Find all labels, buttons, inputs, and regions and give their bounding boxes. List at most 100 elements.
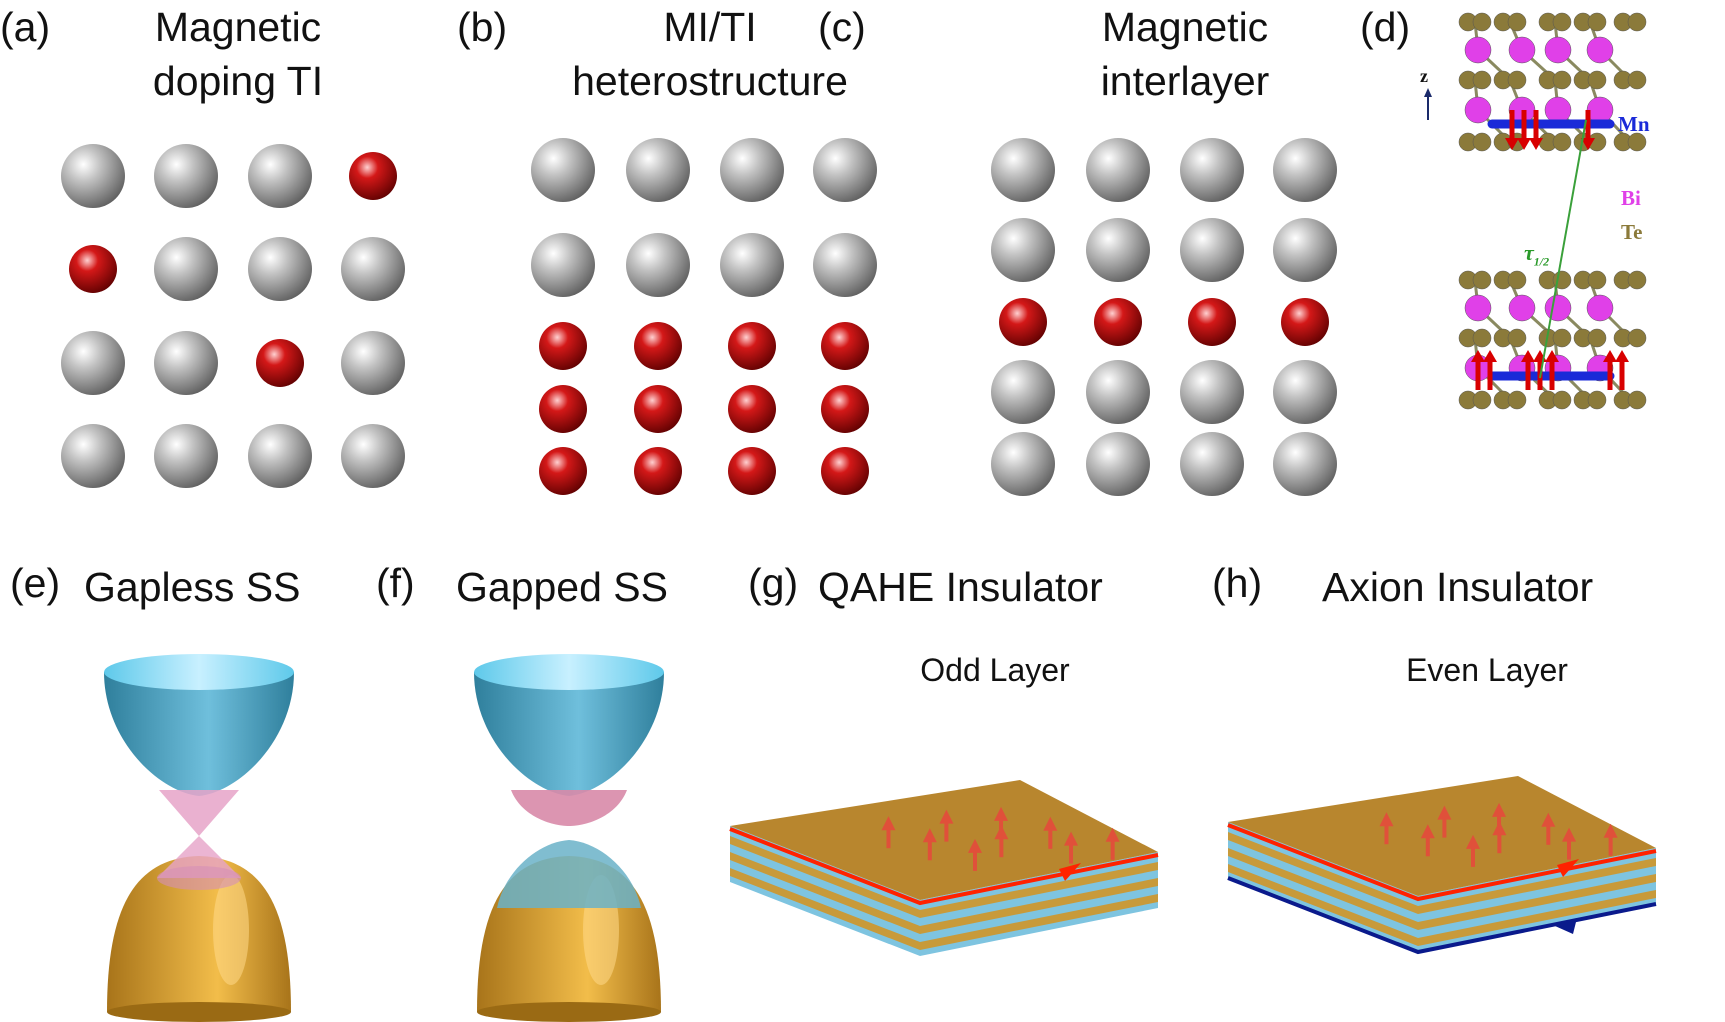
moment-arrowhead (1064, 831, 1079, 846)
te-atom (1627, 132, 1647, 152)
te-atom (1472, 328, 1492, 348)
spin-arrowhead (1545, 350, 1559, 362)
te-atom (1627, 70, 1647, 90)
spin-arrowhead (1471, 350, 1485, 362)
te-atom (1587, 12, 1607, 32)
nonmagnetic-atom (341, 331, 405, 395)
z-axis-arrowhead (1424, 88, 1432, 97)
te-atom (1472, 390, 1492, 410)
magnetic-atom (728, 385, 776, 433)
moment-arrowhead (922, 828, 937, 843)
nonmagnetic-atom (1273, 218, 1337, 282)
moment-arrowhead (939, 809, 954, 824)
bi-atom (1544, 36, 1572, 64)
valence-highlight (213, 875, 249, 985)
slab-stripe (920, 878, 1158, 934)
te-atom (1472, 70, 1492, 90)
bi-atom (1586, 96, 1614, 124)
nonmagnetic-atom (61, 144, 125, 208)
valence-band-base (107, 1002, 291, 1022)
nonmagnetic-atom (248, 144, 312, 208)
panel-label-c: (c) (818, 4, 866, 50)
magnetic-atom (821, 385, 869, 433)
slab-stripe (730, 868, 920, 950)
magnetic-atom (728, 447, 776, 495)
panel-a-title-line2: doping TI (152, 58, 324, 104)
te-atom (1552, 132, 1572, 152)
magnetic-atom (821, 447, 869, 495)
dirac-cone-base (157, 866, 241, 890)
panel-c-title-line1: Magnetic (1101, 4, 1269, 50)
te-atom (1472, 132, 1492, 152)
conduction-band-top (474, 654, 664, 690)
te-atom (1627, 12, 1647, 32)
te-atom (1587, 70, 1607, 90)
tau-label: τ1/2 (1524, 240, 1550, 269)
bi-atom (1508, 36, 1536, 64)
panel-label-a: (a) (0, 4, 51, 50)
te-atom (1587, 328, 1607, 348)
te-atom (1507, 70, 1527, 90)
panel-label-h: (h) (1212, 560, 1263, 606)
magnetic-atom (256, 339, 304, 387)
legend-te: Te (1621, 220, 1643, 244)
panel-label-b: (b) (457, 4, 508, 50)
slab-stripe (1418, 874, 1656, 930)
nonmagnetic-atom (1086, 218, 1150, 282)
spin-arrowhead (1581, 138, 1595, 150)
nonmagnetic-atom (626, 233, 690, 297)
moment-arrowhead (1379, 812, 1394, 827)
panel-label-f: (f) (376, 560, 415, 606)
magnetic-atom (539, 322, 587, 370)
spin-arrowhead (1517, 138, 1531, 150)
bi-atom (1464, 96, 1492, 124)
magnetic-atom (539, 447, 587, 495)
nonmagnetic-atom (61, 331, 125, 395)
nonmagnetic-atom (1086, 432, 1150, 496)
panel-h-subtitle: Even Layer (1406, 652, 1568, 688)
axis-z-label: z (1420, 66, 1428, 86)
moment-arrowhead (1492, 802, 1507, 817)
bi-atom (1544, 96, 1572, 124)
te-atom (1507, 270, 1527, 290)
nonmagnetic-atom (1086, 138, 1150, 202)
nonmagnetic-atom (154, 144, 218, 208)
nonmagnetic-atom (248, 237, 312, 301)
te-atom (1627, 270, 1647, 290)
slab-top (730, 780, 1158, 900)
panel-h-title: Axion Insulator (1322, 564, 1594, 610)
legend-mn: Mn (1618, 112, 1650, 136)
spin-arrowhead (1521, 350, 1535, 362)
panel-a-title-line1: Magnetic (154, 4, 322, 50)
nonmagnetic-atom (720, 233, 784, 297)
top-edge-state (1227, 823, 1657, 902)
te-atom (1627, 328, 1647, 348)
top-edge-arrow (1059, 863, 1081, 881)
slab-stripe (1228, 848, 1418, 930)
bi-atom (1586, 36, 1614, 64)
magnetic-atom (728, 322, 776, 370)
te-atom (1587, 390, 1607, 410)
te-atom (1627, 390, 1647, 410)
moment-arrowhead (1105, 827, 1120, 842)
bi-atom (1464, 36, 1492, 64)
slab-stripe (1228, 832, 1418, 914)
panel-f-title: Gapped SS (456, 564, 668, 610)
panel-c-title-line2: interlayer (1100, 58, 1270, 104)
magnetic-atom (999, 298, 1047, 346)
magnetic-atom (1188, 298, 1236, 346)
crystal-structure (1424, 12, 1647, 410)
te-atom (1472, 12, 1492, 32)
moment-arrowhead (968, 838, 982, 853)
panel-b-title-line1: MI/TI (663, 4, 757, 50)
nonmagnetic-atom (531, 233, 595, 297)
slab-stripe (730, 852, 920, 934)
moment-arrowhead (1492, 821, 1507, 836)
magnetic-atom (69, 245, 117, 293)
slab-diagrams (729, 776, 1657, 956)
upper-gapped-surface-state (511, 790, 627, 826)
panel-b-title-line2: heterostructure (572, 58, 848, 104)
slab-stripe (730, 836, 920, 918)
magnetic-atom (634, 447, 682, 495)
